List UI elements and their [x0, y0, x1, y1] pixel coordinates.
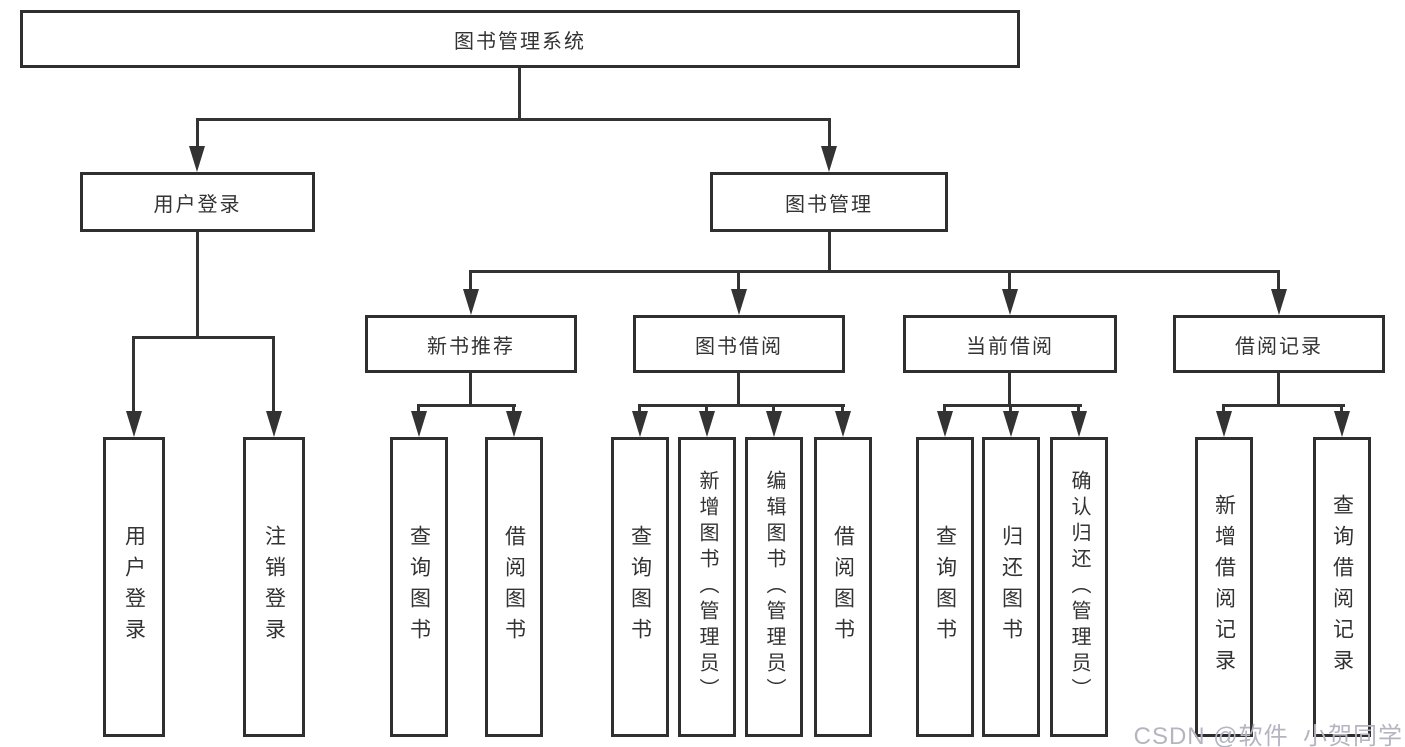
connector-line	[1222, 404, 1225, 414]
connector-line	[1008, 270, 1011, 292]
arrow-down-icon	[189, 146, 205, 172]
connector-line	[638, 404, 845, 407]
arrow-down-icon	[126, 411, 142, 437]
connector-line	[196, 118, 199, 148]
node-user-login: 用户登录	[80, 172, 315, 232]
connector-line	[196, 118, 831, 121]
leaf-query-books: 查询图书	[390, 437, 448, 737]
leaf-borrow-books: 借阅图书	[814, 437, 872, 737]
arrow-down-icon	[766, 411, 782, 437]
connector-line	[512, 404, 515, 414]
node-borrowing-records: 借阅记录	[1173, 315, 1385, 373]
leaf-logout: 注销登录	[243, 437, 305, 737]
connector-line	[132, 336, 135, 413]
leaf-add-books-admin: 新增图书（管理员）	[678, 437, 736, 737]
connector-line	[943, 404, 946, 414]
node-book-management: 图书管理	[710, 172, 948, 232]
arrow-down-icon	[699, 411, 715, 437]
connector-line	[469, 373, 472, 406]
arrow-down-icon	[463, 289, 479, 315]
connector-line	[1277, 270, 1280, 292]
arrow-down-icon	[1334, 411, 1350, 437]
connector-line	[1340, 404, 1343, 414]
arrow-down-icon	[632, 411, 648, 437]
leaf-borrow-books: 借阅图书	[485, 437, 543, 737]
arrow-down-icon	[1071, 411, 1087, 437]
csdn-watermark: CSDN @软件_小贺同学	[1133, 723, 1403, 747]
connector-line	[772, 404, 775, 414]
arrow-down-icon	[731, 289, 747, 315]
connector-line	[1008, 373, 1011, 406]
arrow-down-icon	[1271, 289, 1287, 315]
node-root-library-system: 图书管理系统	[20, 10, 1020, 68]
arrow-down-icon	[1003, 411, 1019, 437]
arrow-down-icon	[1216, 411, 1232, 437]
node-new-book-recommend: 新书推荐	[365, 315, 577, 373]
connector-line	[132, 336, 275, 339]
connector-line	[943, 404, 1082, 407]
connector-line	[828, 232, 831, 273]
connector-line	[737, 373, 740, 406]
leaf-query-borrow-record: 查询借阅记录	[1313, 437, 1371, 737]
leaf-edit-books-admin: 编辑图书（管理员）	[745, 437, 803, 737]
connector-line	[272, 336, 275, 413]
leaf-return-books: 归还图书	[982, 437, 1040, 737]
arrow-down-icon	[937, 411, 953, 437]
connector-line	[841, 404, 844, 414]
connector-line	[737, 270, 740, 292]
connector-line	[518, 68, 521, 121]
leaf-user-login: 用户登录	[103, 437, 165, 737]
leaf-query-books: 查询图书	[916, 437, 974, 737]
connector-line	[828, 118, 831, 148]
leaf-query-books: 查询图书	[611, 437, 669, 737]
connector-line	[196, 232, 199, 339]
connector-line	[1009, 404, 1012, 414]
connector-line	[705, 404, 708, 414]
arrow-down-icon	[1002, 289, 1018, 315]
connector-line	[417, 404, 516, 407]
arrow-down-icon	[411, 411, 427, 437]
connector-line	[1222, 404, 1345, 407]
node-current-borrowing: 当前借阅	[903, 315, 1117, 373]
leaf-add-borrow-record: 新增借阅记录	[1195, 437, 1253, 737]
arrow-down-icon	[835, 411, 851, 437]
connector-line	[417, 404, 420, 414]
arrow-down-icon	[506, 411, 522, 437]
connector-line	[638, 404, 641, 414]
node-book-borrowing: 图书借阅	[633, 315, 845, 373]
arrow-down-icon	[266, 411, 282, 437]
leaf-confirm-return-admin: 确认归还（管理员）	[1050, 437, 1108, 737]
connector-line	[1277, 373, 1280, 406]
connector-line	[1077, 404, 1080, 414]
connector-line	[469, 270, 472, 292]
connector-line	[469, 270, 1280, 273]
arrow-down-icon	[821, 146, 837, 172]
